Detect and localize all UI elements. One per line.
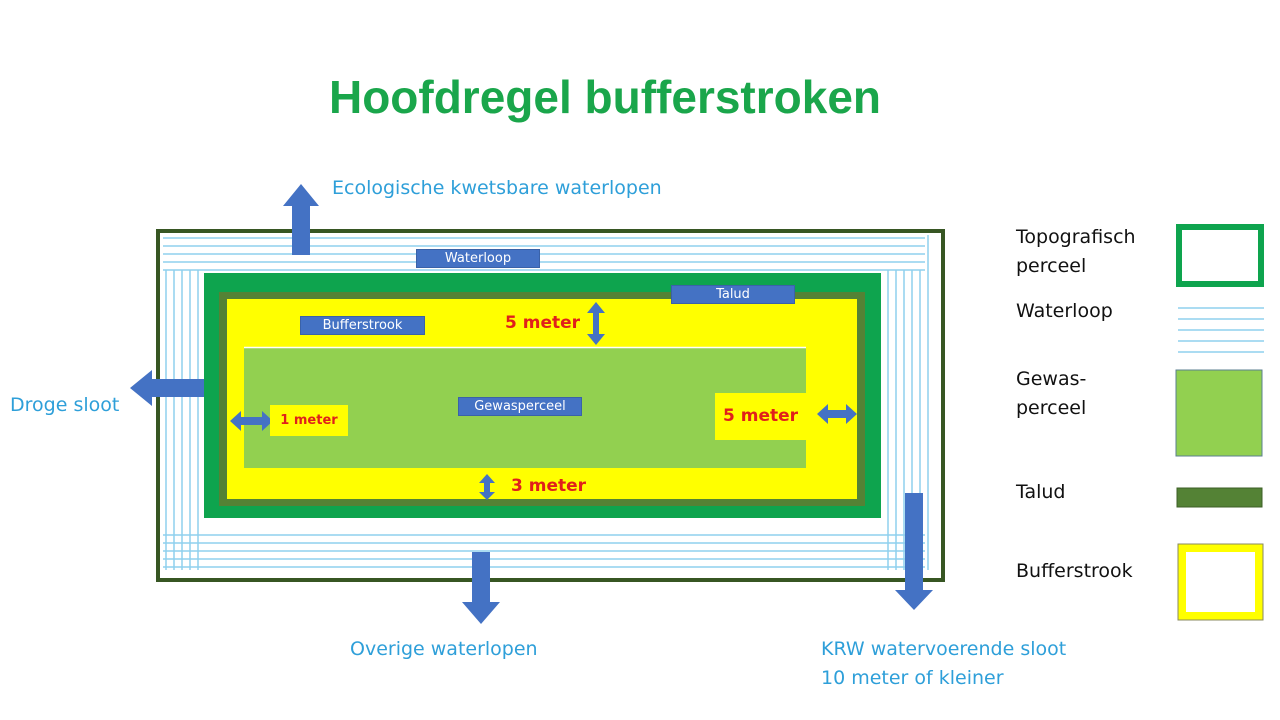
callout-ecologisch: Ecologische kwetsbare waterlopen — [332, 177, 662, 199]
arrow-up-ecologisch — [283, 184, 319, 255]
legend-swatch-bufferstrook — [1178, 544, 1263, 620]
distance-arrow-left — [230, 411, 273, 431]
callout-droge-sloot: Droge sloot — [10, 394, 120, 416]
callout-krw: KRW watervoerende sloot 10 meter of klei… — [821, 635, 1066, 693]
legend-label-line: Gewas- — [1016, 368, 1087, 390]
arrow-left-droge-sloot — [130, 370, 204, 406]
legend-swatch-waterloop — [1178, 307, 1264, 353]
legend-label-line: Topografisch — [1016, 226, 1136, 248]
bufferstrook-tag: Bufferstrook — [300, 316, 425, 335]
arrow-down-krw — [895, 493, 933, 610]
waterloop-lines-top — [163, 237, 925, 271]
distance-label-bottom: 3 meter — [511, 476, 587, 496]
distance-label-top: 5 meter — [505, 313, 581, 333]
distance-arrow-top — [587, 302, 605, 345]
distance-label-left: 1 meter — [270, 405, 348, 436]
legend-swatch-gewas — [1175, 369, 1263, 457]
distance-arrow-bottom — [479, 474, 495, 500]
callout-krw-line2: 10 meter of kleiner — [821, 667, 1004, 689]
legend-label-bufferstrook: Bufferstrook — [1016, 557, 1133, 586]
callout-krw-line1: KRW watervoerende sloot — [821, 638, 1067, 660]
callout-overige: Overige waterlopen — [350, 638, 538, 660]
gewasperceel-tag: Gewasperceel — [458, 397, 582, 416]
distance-label-right: 5 meter — [715, 393, 806, 440]
legend-label-line: perceel — [1016, 397, 1087, 419]
legend-label-topografisch: Topografisch perceel — [1016, 223, 1136, 281]
legend-swatch-topografisch — [1176, 224, 1264, 287]
legend-label-line: perceel — [1016, 255, 1087, 277]
legend-label-talud: Talud — [1016, 478, 1066, 507]
legend-label-gewas: Gewas- perceel — [1016, 365, 1086, 423]
legend-label-waterloop: Waterloop — [1016, 297, 1113, 326]
waterloop-lines-bottom — [163, 534, 925, 568]
page-title: Hoofdregel bufferstroken — [328, 71, 882, 123]
waterloop-lines-left — [165, 270, 199, 570]
distance-arrow-right — [817, 404, 857, 424]
legend-swatch-talud — [1176, 487, 1263, 508]
legend-label-line: Talud — [1016, 481, 1066, 503]
legend-label-line: Waterloop — [1016, 300, 1113, 322]
talud-tag: Talud — [671, 285, 795, 304]
arrow-down-overige — [462, 552, 500, 624]
waterloop-tag: Waterloop — [416, 249, 540, 268]
legend-label-line: Bufferstrook — [1016, 560, 1133, 582]
